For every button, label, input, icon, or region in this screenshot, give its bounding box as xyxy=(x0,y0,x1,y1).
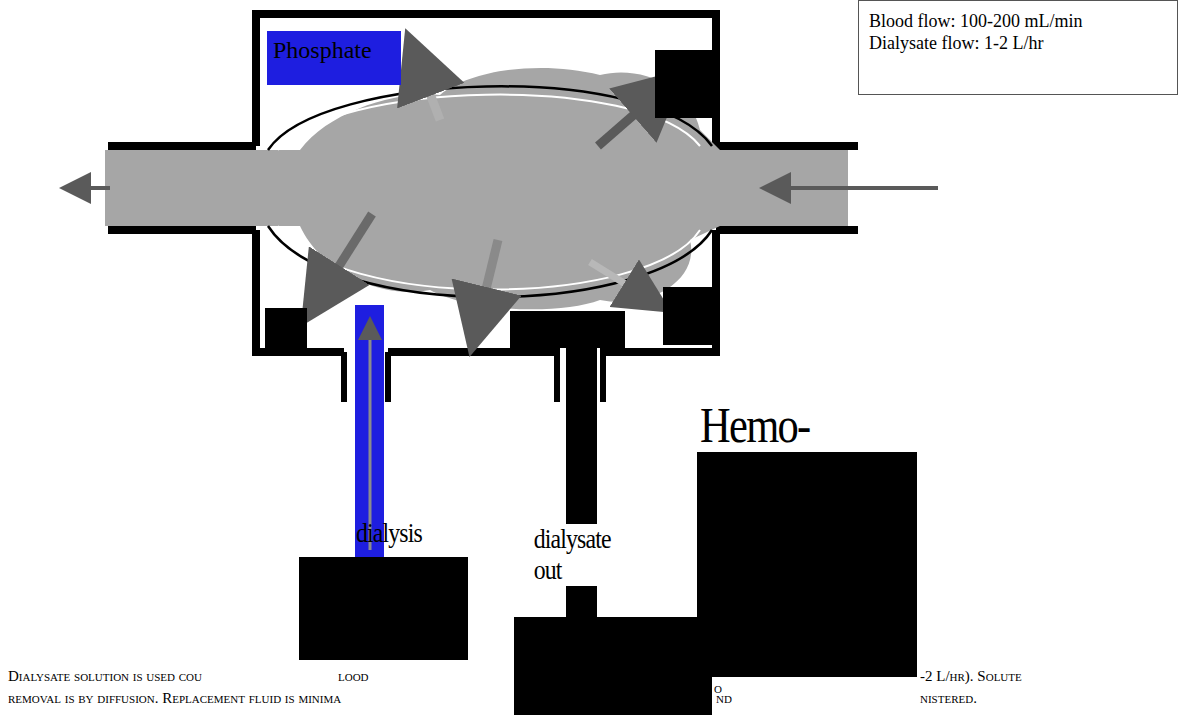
caption-fragment: Dialysate solution is used cou xyxy=(8,668,202,685)
device-label: Hemo- xyxy=(700,398,810,453)
port-label: dialysate out xyxy=(532,524,603,586)
flow-info-box: Blood flow: 100-200 mL/minDialysate flow… xyxy=(858,0,1178,95)
node-text: Phosphate xyxy=(273,37,395,63)
node-text: Blood flow: 100-200 mL/min xyxy=(869,11,1167,33)
caption-fragment: nistered. xyxy=(920,690,977,707)
solute-box: Phosphate xyxy=(267,31,401,85)
caption-fragment: lood xyxy=(338,668,369,685)
node-text: Dialysate flow: 1-2 L/hr xyxy=(869,33,1167,55)
caption-fragment: removal is by diffusion. Replacement flu… xyxy=(8,690,341,707)
caption-fragment: nd xyxy=(716,690,732,707)
caption-fragment: -2 L/hr). Solute xyxy=(920,668,1022,685)
port-label: dialysis xyxy=(356,518,422,549)
